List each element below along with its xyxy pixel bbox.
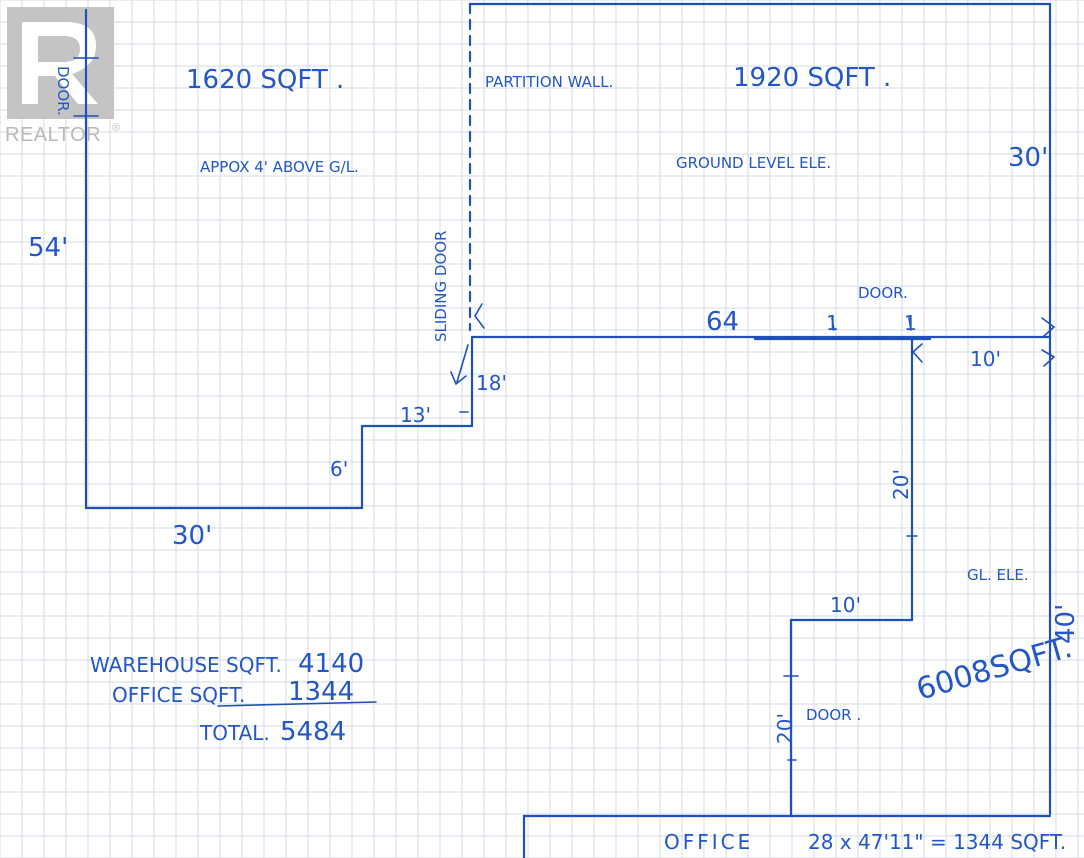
door-left-label: DOOR.: [54, 66, 72, 116]
total-sqft-value: 5484: [280, 717, 346, 747]
dim-10-top: 10': [970, 347, 1001, 371]
partition-wall-label: PARTITION WALL.: [485, 73, 613, 91]
dim-13: 13': [400, 403, 431, 427]
total-underline: [217, 701, 377, 707]
total-sqft-label: TOTAL.: [199, 721, 270, 745]
dim-30-bottom: 30': [172, 521, 212, 551]
dim-20-lower: 20': [773, 713, 797, 744]
dim-arrow-right-64: [1041, 317, 1056, 337]
office-area-calc: 28 x 47'11" = 1344 SQFT.: [808, 830, 1066, 854]
above-grade-label: APPOX 4' ABOVE G/L.: [200, 158, 359, 176]
dim-arrow-left-64: [474, 303, 485, 329]
dimension-marks: [73, 57, 1056, 761]
warehouse-sqft-label: WAREHOUSE SQFT.: [90, 653, 282, 677]
dim-18: 18': [476, 371, 507, 395]
dim-40: 40': [1051, 604, 1081, 644]
realtor-brand-text: REALTOR: [5, 124, 101, 146]
office-bottom-box: [522, 814, 1052, 858]
realtor-logo: REALTOR ®: [5, 7, 120, 146]
r-glyph: [22, 22, 98, 104]
office-label: OFFICE: [664, 830, 753, 854]
office-sqft-value: 1344: [288, 677, 354, 707]
annotations: DOOR. 1620 SQFT . PARTITION WALL. 1920 S…: [28, 63, 1081, 854]
tick-1b: [908, 317, 912, 331]
dim-arrow-left-10: [911, 343, 923, 363]
office-sqft-label: OFFICE SQFT.: [112, 683, 245, 707]
dim-20-upper: 20': [889, 469, 913, 500]
tick-1a: [831, 317, 835, 331]
door-top-label: DOOR.: [858, 284, 908, 302]
dim-1a: 1: [826, 311, 839, 335]
ground-level-elevator-label: GL. ELE.: [967, 566, 1029, 584]
ground-level-label: GROUND LEVEL ELE.: [676, 154, 831, 172]
dim-54: 54': [28, 233, 68, 263]
dim-6: 6': [330, 457, 348, 481]
right-room-sqft: 1920 SQFT .: [733, 63, 891, 93]
dim-1b: 1: [904, 311, 917, 335]
building-outline: [84, 2, 1052, 858]
left-room-sqft: 1620 SQFT .: [186, 65, 344, 95]
door-office-label: DOOR .: [806, 706, 861, 724]
registered-mark: ®: [112, 122, 120, 134]
dim-30-top: 30': [1008, 143, 1048, 173]
office-area-sqft: 6008SQFT.: [913, 630, 1076, 708]
dim-10-mid: 10': [830, 593, 861, 617]
dim-arrow-right-10: [1041, 349, 1056, 367]
warehouse-sqft-value: 4140: [298, 649, 364, 679]
sliding-door-label: SLIDING DOOR: [432, 231, 450, 342]
area-summary: WAREHOUSE SQFT. 4140 OFFICE SQFT. 1344 T…: [90, 649, 364, 747]
dim-64: 64: [706, 307, 739, 337]
sliding-door-arrow: [450, 344, 469, 386]
